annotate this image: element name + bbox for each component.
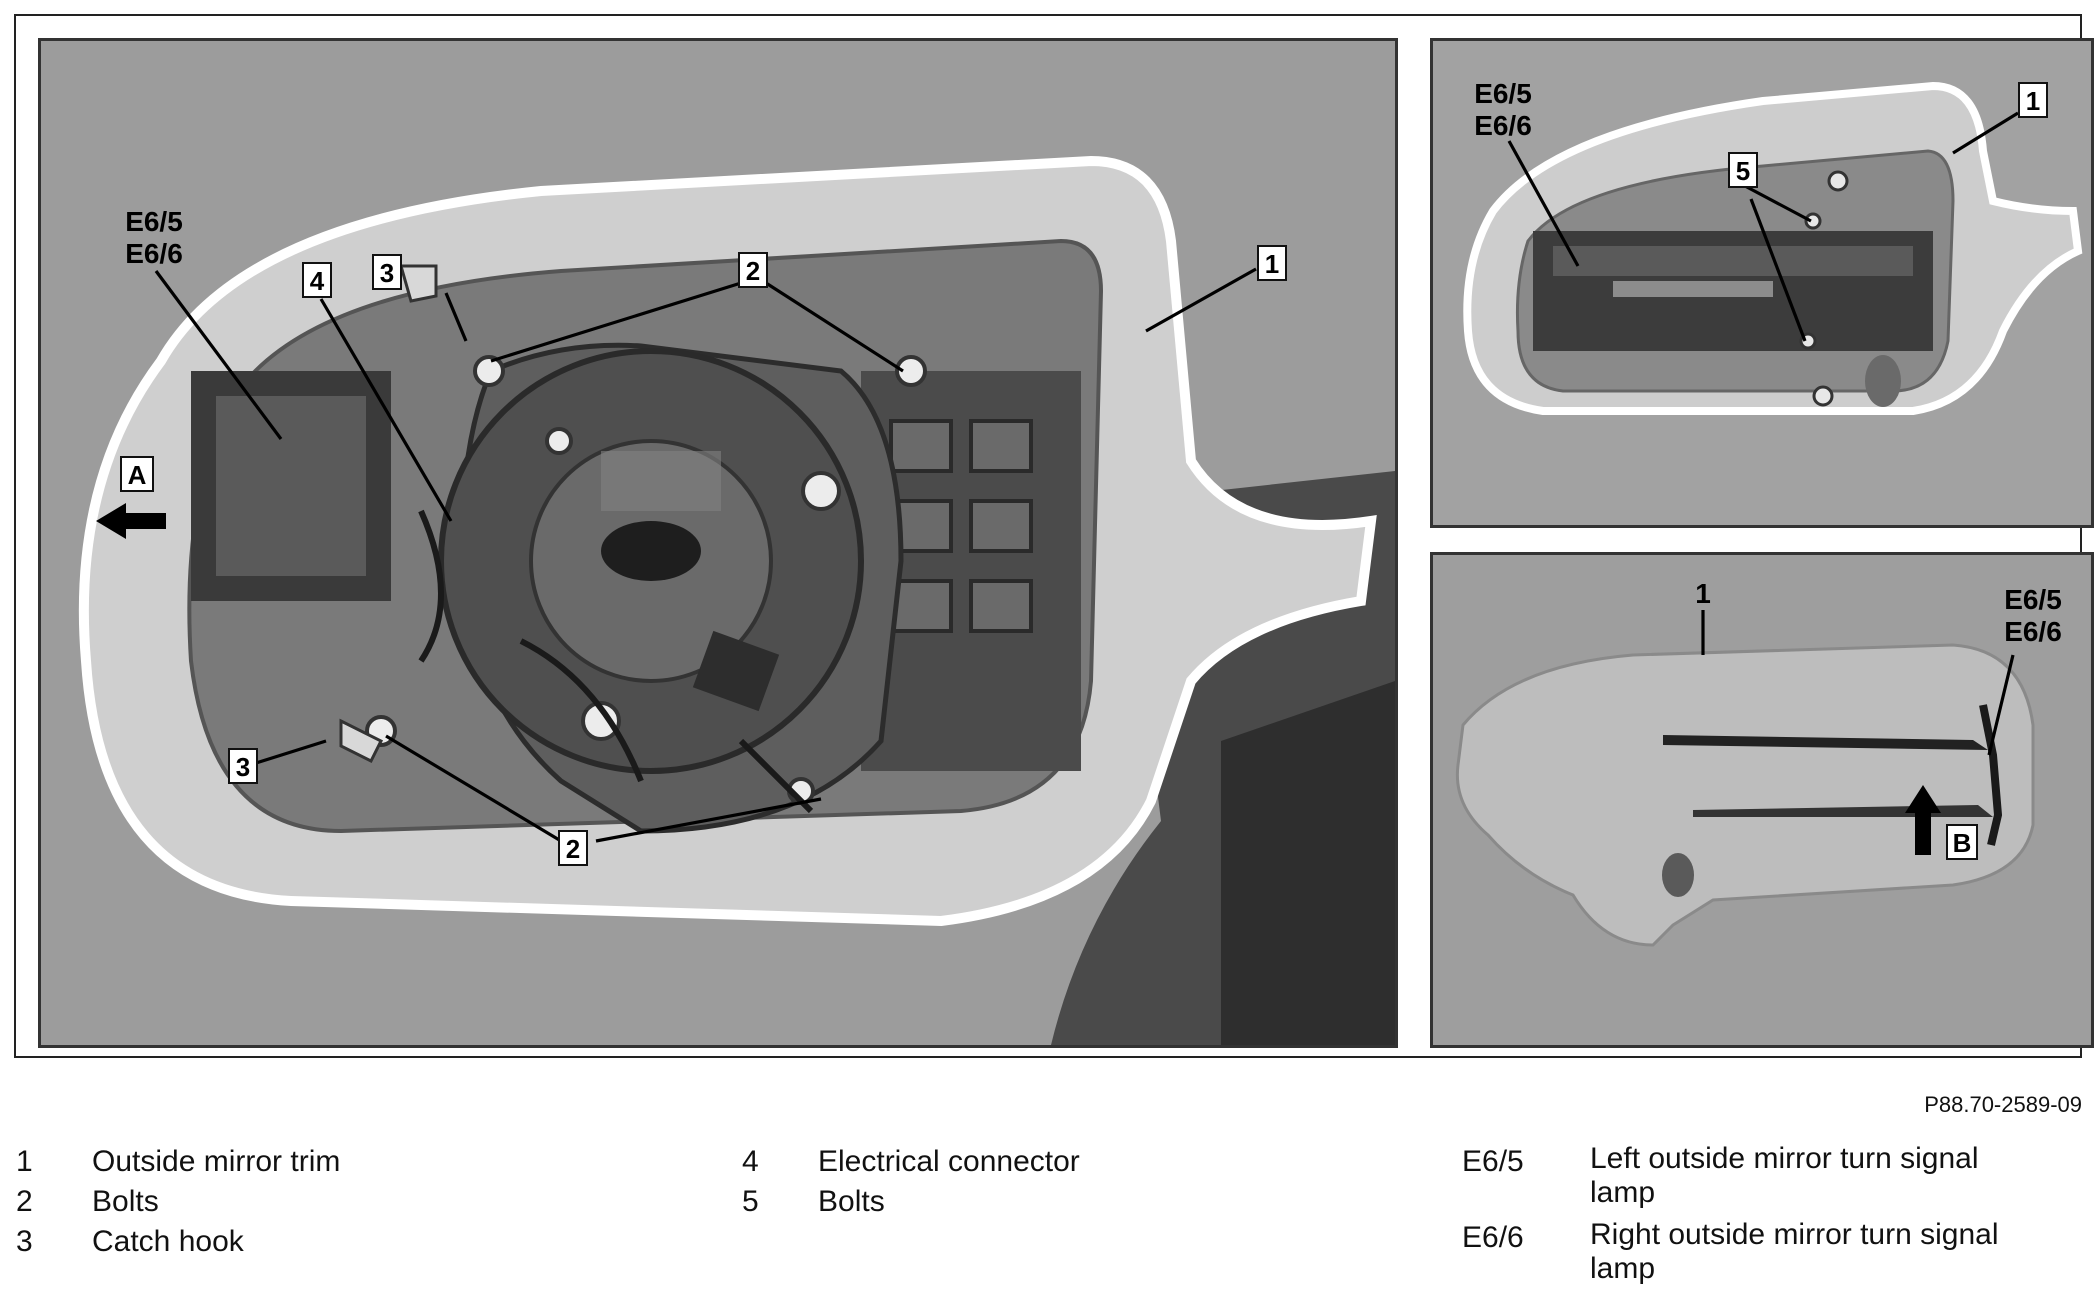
legend-item: 2 Bolts xyxy=(16,1182,340,1222)
legend-text: Left outside mirror turn signal lamp xyxy=(1590,1142,1979,1209)
svg-text:E6/5: E6/5 xyxy=(2004,584,2062,615)
svg-text:4: 4 xyxy=(310,266,325,296)
legend-item: 5 Bolts xyxy=(742,1182,1080,1222)
legend-key: 4 xyxy=(742,1145,759,1178)
svg-text:3: 3 xyxy=(236,752,250,782)
arrow-b-icon xyxy=(1905,785,1941,855)
label-a: A xyxy=(120,456,154,492)
label-b: B xyxy=(1946,824,1978,860)
label-2-top-main: 2 xyxy=(738,252,768,288)
figure-reference-code: P88.70-2589-09 xyxy=(1924,1092,2082,1117)
svg-text:2: 2 xyxy=(566,834,580,864)
svg-text:A: A xyxy=(128,460,147,490)
label-e6-bottom-right: E6/5 E6/6 xyxy=(2004,584,2062,647)
svg-text:E6/5: E6/5 xyxy=(1474,78,1532,109)
photo-panel-trim-inside: E6/5 E6/6 1 5 xyxy=(1430,38,2094,528)
svg-text:1: 1 xyxy=(1695,578,1711,609)
svg-text:E6/6: E6/6 xyxy=(2004,616,2062,647)
photo-panel-mirror-interior: A E6/5 E6/6 4 3 xyxy=(38,38,1398,1048)
legend-text: Bolts xyxy=(92,1185,159,1218)
label-4-main: 4 xyxy=(302,262,332,298)
mirror-interior-illustration: A E6/5 E6/6 4 3 xyxy=(41,41,1395,1045)
trim-outside-illustration: 1 E6/5 E6/6 B xyxy=(1433,555,2091,1045)
svg-text:2: 2 xyxy=(746,256,760,286)
label-e6-top-right: E6/5 E6/6 xyxy=(1474,78,1532,141)
label-1-bottom-right: 1 xyxy=(1695,578,1711,609)
legend-key: 3 xyxy=(16,1225,33,1258)
label-2-bottom-main: 2 xyxy=(558,830,588,866)
legend-item: 4 Electrical connector xyxy=(742,1142,1080,1182)
svg-text:E6/6: E6/6 xyxy=(1474,110,1532,141)
label-5-top-right: 5 xyxy=(1728,152,1758,188)
figure-frame: A E6/5 E6/6 4 3 xyxy=(14,14,2094,1058)
legend-key: 5 xyxy=(742,1185,759,1218)
svg-text:E6/5: E6/5 xyxy=(125,206,183,237)
label-3-bottom-main: 3 xyxy=(228,748,258,784)
label-1-top-right: 1 xyxy=(2018,82,2048,118)
legend-text: Outside mirror trim xyxy=(92,1145,341,1178)
svg-text:3: 3 xyxy=(380,258,394,288)
legend-item: E6/5 Left outside mirror turn signal lam… xyxy=(1462,1142,2082,1210)
legend-item: 1 Outside mirror trim xyxy=(16,1142,340,1182)
trim-inside-illustration: E6/5 E6/6 1 5 xyxy=(1433,41,2091,525)
photo-panel-trim-outside: 1 E6/5 E6/6 B xyxy=(1430,552,2094,1048)
label-3-top-main: 3 xyxy=(372,254,402,290)
svg-text:E6/6: E6/6 xyxy=(125,238,183,269)
label-1-main: 1 xyxy=(1257,245,1287,281)
legend-key: 2 xyxy=(16,1185,33,1218)
legend-key: E6/5 xyxy=(1462,1145,1524,1178)
legend-item: 3 Catch hook xyxy=(16,1222,340,1262)
svg-text:1: 1 xyxy=(2026,86,2040,116)
legend-text: Catch hook xyxy=(92,1225,244,1258)
legend-column-3: E6/5 Left outside mirror turn signal lam… xyxy=(1462,1142,2082,1294)
legend-item: E6/6 Right outside mirror turn signal la… xyxy=(1462,1218,2082,1286)
legend-key: 1 xyxy=(16,1145,33,1178)
legend-text: Bolts xyxy=(818,1185,885,1218)
svg-text:5: 5 xyxy=(1736,156,1750,186)
svg-text:B: B xyxy=(1953,828,1972,858)
legend-column-2: 4 Electrical connector 5 Bolts xyxy=(742,1142,1080,1222)
legend-key: E6/6 xyxy=(1462,1221,1524,1254)
legend-text: Electrical connector xyxy=(818,1145,1080,1178)
legend-column-1: 1 Outside mirror trim 2 Bolts 3 Catch ho… xyxy=(16,1142,340,1262)
legend-text: Right outside mirror turn signal lamp xyxy=(1590,1218,1999,1285)
label-e6-main: E6/5 E6/6 xyxy=(125,206,183,269)
arrow-a-icon xyxy=(96,503,166,539)
svg-text:1: 1 xyxy=(1265,249,1279,279)
